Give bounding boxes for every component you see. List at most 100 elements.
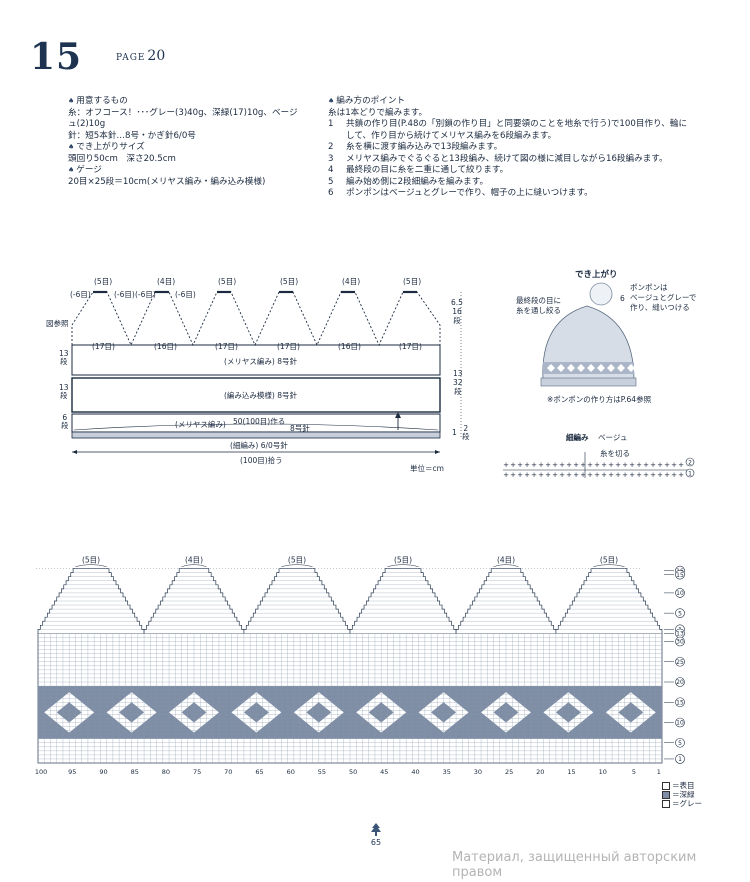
row-label: 13 [676, 631, 684, 638]
materials-block: 用意するもの 糸：オフコース！･･･グレー(3)40g、深緑(17)10g、ベー… [68, 96, 318, 188]
crochet-row-marker [685, 468, 695, 478]
row-marker [675, 697, 685, 708]
column-label: 40 [411, 768, 419, 776]
crochet-stitch: + [510, 461, 516, 469]
schematic-dec-label: (-6目) [175, 290, 196, 299]
column-label: 60 [287, 768, 295, 776]
crochet-stitch: + [503, 471, 509, 479]
stockinette-band [71, 344, 441, 376]
column-label: 100 [35, 768, 47, 776]
row-marker [675, 608, 685, 618]
step-text: 糸を横に渡す編み込みで13段編みます。 [346, 142, 503, 152]
hat-motif [617, 364, 625, 372]
legend-item: ＝表目 [662, 781, 702, 790]
crochet-stitch: + [580, 471, 586, 479]
band-label: (メリヤス編み) 8号針 [224, 357, 298, 366]
crochet-stitch: + [524, 471, 530, 479]
band-label: 8号針 [290, 424, 310, 433]
legend-item: ＝深緑 [662, 790, 702, 799]
crochet-stitch: + [664, 471, 670, 479]
column-label: 35 [443, 768, 451, 776]
arrow-left [72, 450, 77, 454]
crochet-stitch: + [622, 461, 628, 469]
column-label: 50 [349, 768, 357, 776]
hat-motif [577, 364, 585, 372]
crochet-stitch: + [573, 471, 579, 479]
step-text: 最終段の目に糸を二重に通して絞ります。 [346, 165, 509, 175]
crochet-stitch: + [552, 461, 558, 469]
arrow-right [435, 450, 440, 454]
step-text: ポンポンはベージュとグレーで作り、帽子の上に縫いつけます。 [346, 188, 593, 198]
step-number: 2 [328, 142, 334, 152]
copyright-watermark: Материал, защищенный авторским правом [452, 850, 697, 880]
step-text: 共鎖の作り目(P.48の「別鎖の作り目」と同要領のことを地糸で行う)で100目作… [346, 119, 688, 129]
band-label: 50(100目)作る [233, 417, 286, 426]
row-marker [675, 754, 685, 764]
gauge-text: 20目×25段＝10cm(メリヤス編み・編み込み模様) [68, 176, 266, 187]
crochet-stitch: + [573, 461, 579, 469]
schematic-dec-label: (-6目) [114, 290, 135, 299]
size-heading: でき上がりサイズ [68, 142, 318, 154]
row-label: 20 [676, 679, 684, 686]
row-label: 10 [676, 720, 684, 727]
hat-motif [547, 364, 555, 372]
row-marker [675, 588, 685, 598]
schematic-bottom-label: (16目) [154, 342, 177, 351]
chart-top-bracket [593, 564, 625, 567]
instructions-block: 編み方のポイント 糸は1本どりで編みます。 1共鎖の作り目(P.48の「別鎖の作… [328, 96, 728, 200]
crochet-stitch: + [594, 471, 600, 479]
crochet-stitch: + [636, 471, 642, 479]
schematic-top-label: (5目) [403, 277, 422, 286]
instruction-step: 2 糸を横に渡す編み込みで13段編みます。 [328, 142, 728, 154]
hat-motif [627, 364, 635, 372]
crochet-stitch: + [503, 461, 509, 469]
crochet-row-marker [685, 457, 695, 467]
chart-top-label: (4目) [185, 556, 203, 565]
materials-line: ュ(2)10g [68, 119, 106, 129]
crochet-stitch: + [664, 461, 670, 469]
step-text: して、作り目から続けてメリヤス編みを6段編みます。 [346, 130, 557, 141]
column-label: 1 [657, 768, 661, 776]
crochet-stitch: + [608, 471, 614, 479]
column-label: 80 [162, 768, 170, 776]
side-right-label: 1 [452, 428, 457, 437]
schematic-bottom-label: (16目) [338, 342, 361, 351]
crochet-stitch: + [545, 471, 551, 479]
finished-title: でき上がり [575, 270, 618, 280]
row-label: 5 [678, 610, 682, 617]
column-label: 85 [131, 768, 139, 776]
crochet-stitch: + [594, 461, 600, 469]
chart-top-bracket [387, 564, 419, 567]
schematic-dec-label: (-6目) [135, 290, 156, 299]
crochet-stitch: + [650, 471, 656, 479]
hat-motif [607, 364, 615, 372]
page-reference: PAGE 20 [116, 48, 165, 64]
crochet-stitch: + [566, 461, 572, 469]
crochet-stitch: + [524, 461, 530, 469]
schematic-top-label: (5目) [94, 277, 113, 286]
legend-item: ＝グレー [662, 799, 702, 808]
schematic-top-label: (5目) [280, 277, 299, 286]
row-label: 5 [678, 740, 682, 747]
crochet-stitch: + [545, 461, 551, 469]
crown-outline [71, 291, 441, 347]
column-label: 5 [632, 768, 636, 776]
crochet-title: 細編み [566, 433, 589, 442]
instructions-heading: 編み方のポイント [328, 96, 728, 108]
hat-motif [567, 364, 575, 372]
chart-top-label: (4目) [497, 556, 515, 565]
gauge-heading: ゲージ [68, 165, 318, 177]
crochet-stitch: + [671, 461, 677, 469]
crochet-stitch: + [657, 471, 663, 479]
pattern-number: 15 [30, 36, 83, 78]
colorwork-band [71, 377, 441, 413]
schematic-bottom-label: (17目) [399, 342, 422, 351]
row-label: 10 [676, 590, 684, 597]
crochet-stitch: + [671, 471, 677, 479]
finished-pompom-step: 6 [620, 294, 625, 303]
